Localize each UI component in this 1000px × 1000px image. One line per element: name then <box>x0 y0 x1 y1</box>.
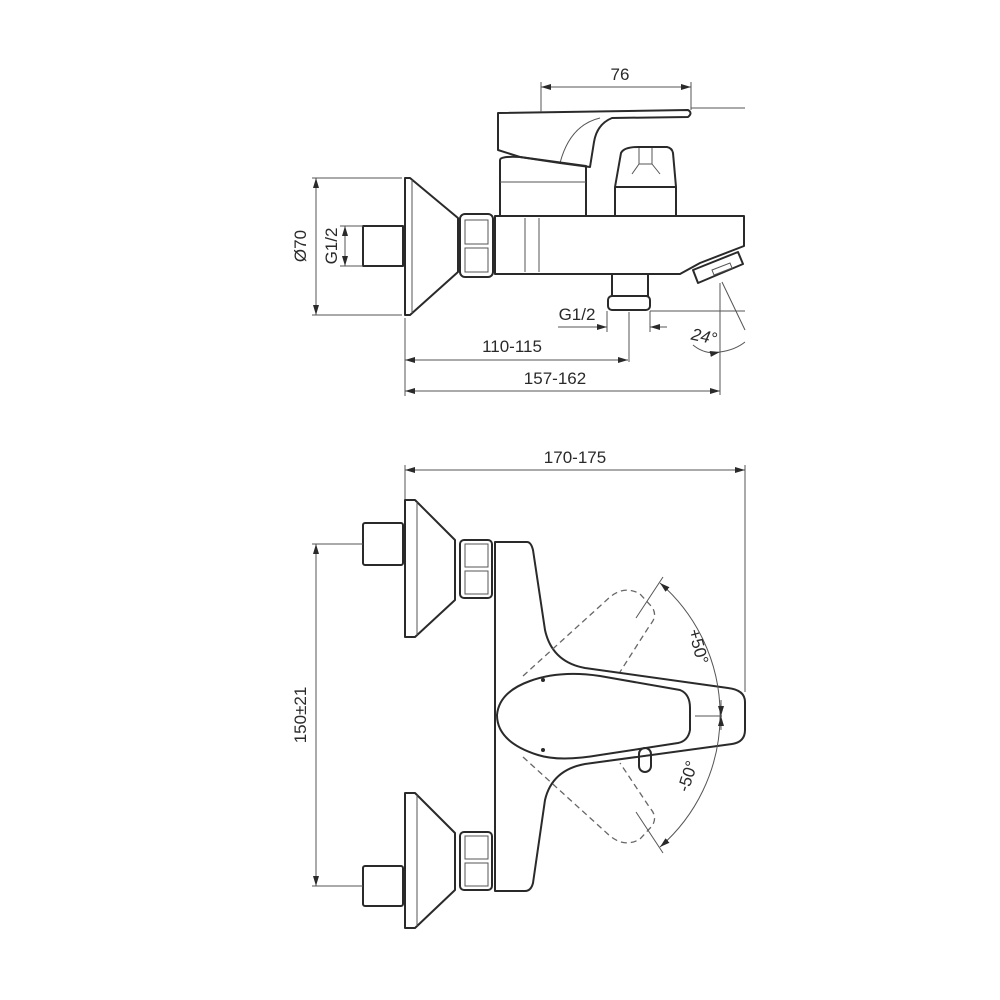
dim-lever-length: 76 <box>540 65 745 112</box>
mixer-body-top <box>494 541 746 892</box>
angle-plus-50-label: +50° <box>685 627 713 666</box>
lever-rotated-outlines <box>522 589 656 844</box>
lever-handle-top <box>496 672 691 773</box>
wall-flange-side <box>362 177 459 316</box>
top-view: 170-175 <box>291 448 746 929</box>
dim-76-label: 76 <box>611 65 630 84</box>
dim-lever-tip <box>695 700 724 730</box>
dim-110-115-label: 110-115 <box>482 337 542 356</box>
dim-inlet-spacing: 150±21 <box>291 543 363 887</box>
dim-spout-angle: 24° <box>689 281 746 395</box>
dim-157-162-label: 157-162 <box>524 369 586 388</box>
diverter-knob <box>614 146 677 216</box>
wall-flange-lower <box>362 792 493 929</box>
dim-spout-reach: 157-162 <box>405 369 720 394</box>
outlet-connector <box>607 274 651 311</box>
dim-170-175-label: 170-175 <box>544 448 606 467</box>
dim-lever-rotation: +50° -50° <box>635 576 721 854</box>
wall-flange-upper <box>362 499 493 638</box>
dim-70-label: Ø70 <box>291 230 310 262</box>
g12-outlet-label: G1/2 <box>559 305 596 324</box>
angle-minus-50-label: -50° <box>674 758 702 794</box>
dim-outlet-distance: 110-115 <box>404 318 628 396</box>
lever-handle-side <box>497 109 692 216</box>
mixer-body-side <box>494 215 745 284</box>
g12-inlet-label: G1/2 <box>322 228 341 265</box>
dim-inlet-thread: G1/2 <box>322 225 363 267</box>
side-view: 76 Ø70 G1/2 G1/2 24° <box>291 65 746 396</box>
hex-nut-side <box>459 213 494 278</box>
dim-flange-diameter: Ø70 <box>291 177 402 316</box>
dim-outlet-thread: G1/2 <box>558 305 745 362</box>
dim-total-depth: 170-175 <box>404 448 746 692</box>
dim-150-label: 150±21 <box>291 687 310 744</box>
